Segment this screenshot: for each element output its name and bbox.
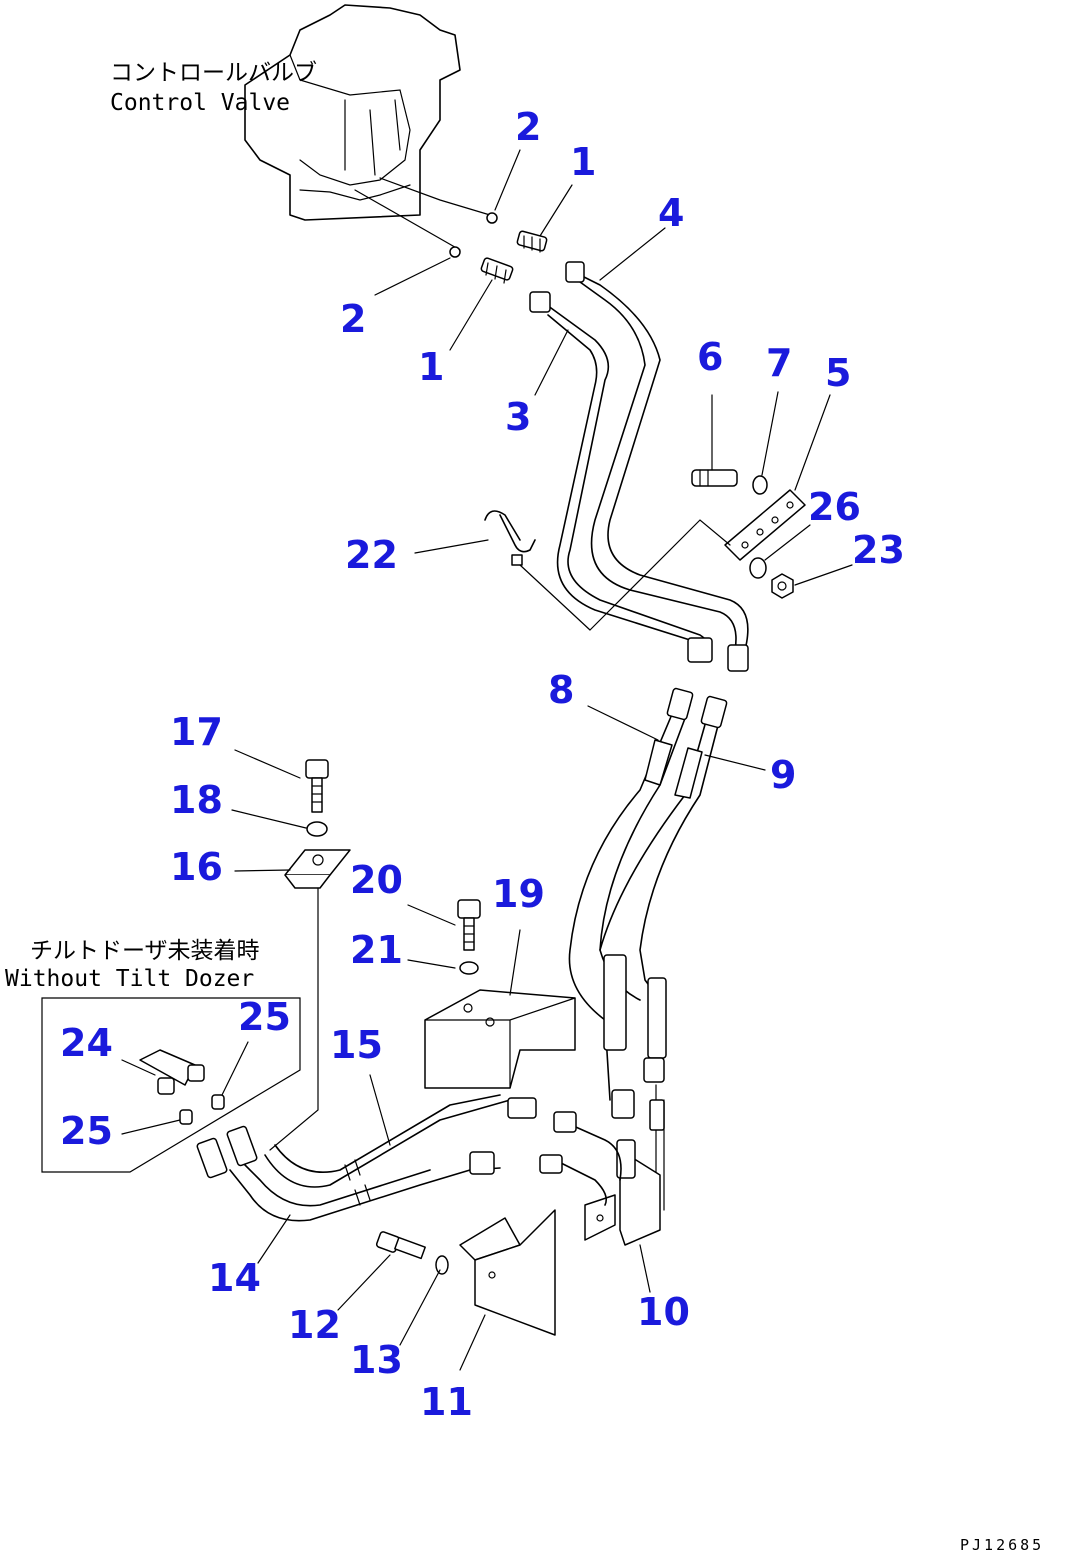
clamp-22 xyxy=(484,510,591,631)
clamp-plate-5 xyxy=(724,489,806,561)
bolt-12 xyxy=(375,1231,426,1260)
hose-ends-lower xyxy=(603,954,667,1211)
control-valve-label-en: Control Valve xyxy=(110,90,290,116)
clamp-24 xyxy=(139,1049,205,1095)
hose-14 xyxy=(196,1137,501,1222)
callout-9: 9 xyxy=(770,753,796,797)
hose-3 xyxy=(529,291,713,663)
callout-3: 3 xyxy=(505,395,531,439)
without-tilt-dozer-label-jp: チルトドーザ未装着時 xyxy=(30,938,260,964)
bolt-17 xyxy=(305,759,329,813)
hose-15 xyxy=(226,1094,537,1206)
callout-15: 15 xyxy=(330,1023,383,1067)
callout-1-lower: 1 xyxy=(418,345,444,389)
bolt-20 xyxy=(457,899,481,951)
callout-25-upper: 25 xyxy=(238,995,291,1039)
callout-4: 4 xyxy=(658,191,684,235)
callout-5: 5 xyxy=(825,351,851,395)
callout-20: 20 xyxy=(350,858,403,902)
cover-plate-19 xyxy=(424,989,576,1089)
callout-8: 8 xyxy=(548,668,574,712)
callout-1-upper: 1 xyxy=(570,140,596,184)
callout-11: 11 xyxy=(420,1380,473,1424)
callout-16: 16 xyxy=(170,845,223,889)
leader-lines xyxy=(121,149,853,1371)
callout-26: 26 xyxy=(808,485,861,529)
drawing-code: PJ12685 xyxy=(960,1536,1044,1554)
washer-26 xyxy=(749,557,767,579)
spacer-25 xyxy=(179,1094,225,1125)
washer-18 xyxy=(306,821,328,837)
bracket-10 xyxy=(584,1139,661,1246)
nut-23 xyxy=(771,573,794,599)
control-valve-label-jp: コントロールバルブ xyxy=(110,60,317,86)
bolt-6 xyxy=(691,469,738,487)
callout-6: 6 xyxy=(697,335,723,379)
callout-2-upper: 2 xyxy=(515,105,541,149)
callout-10: 10 xyxy=(637,1290,690,1334)
washer-21 xyxy=(459,961,479,975)
callout-25-lower: 25 xyxy=(60,1109,113,1153)
control-valve xyxy=(244,4,498,258)
tube-to-bracket xyxy=(539,1111,622,1206)
hose-4 xyxy=(565,261,749,672)
washer-13 xyxy=(435,1255,449,1275)
callout-18: 18 xyxy=(170,778,223,822)
callout-22: 22 xyxy=(345,533,398,577)
without-tilt-dozer-label-en: Without Tilt Dozer xyxy=(5,966,254,992)
washer-7 xyxy=(752,475,768,495)
adapter-fitting-1-upper xyxy=(516,230,548,253)
adapter-fitting-1-lower xyxy=(480,257,514,284)
callout-12: 12 xyxy=(288,1303,341,1347)
callout-14: 14 xyxy=(208,1256,261,1300)
callout-13: 13 xyxy=(350,1338,403,1382)
callout-17: 17 xyxy=(170,710,223,754)
hose-8 xyxy=(568,687,694,1101)
bracket-11 xyxy=(459,1209,556,1336)
callout-24: 24 xyxy=(60,1021,113,1065)
callout-7: 7 xyxy=(766,341,792,385)
tilt-dozer-box xyxy=(41,997,301,1173)
callout-2-lower: 2 xyxy=(340,297,366,341)
callout-21: 21 xyxy=(350,928,403,972)
callout-19: 19 xyxy=(492,872,545,916)
callout-23: 23 xyxy=(852,528,905,572)
bracket-16 xyxy=(269,849,351,1151)
